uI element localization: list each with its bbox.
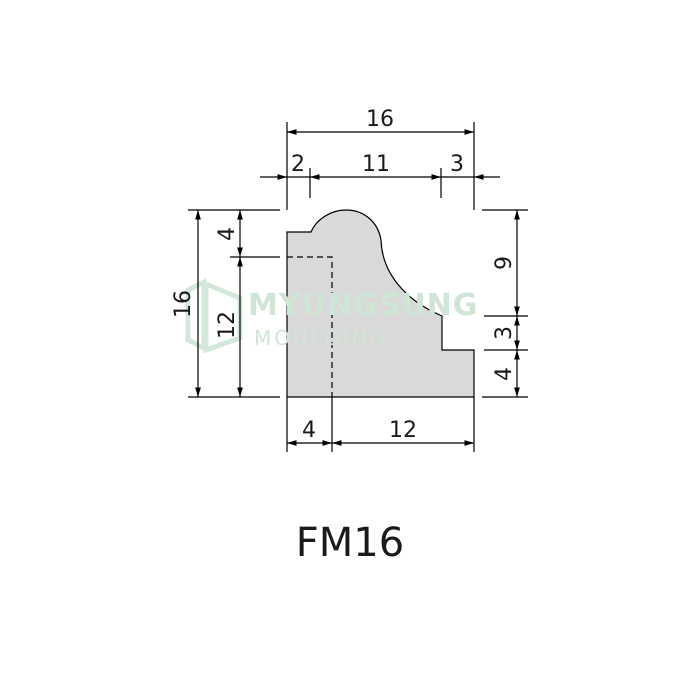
dim-left-top: 4 [215,227,240,241]
product-code: FM16 [296,520,404,566]
dim-top-total: 16 [366,107,394,132]
dim-right-mid: 3 [492,326,517,340]
right-dimensions: 9 3 4 [482,209,528,398]
watermark-brand: MYUNGSUNG [248,288,478,323]
dim-top-left: 2 [291,152,305,177]
bottom-dimensions: 4 12 [286,397,475,452]
dim-bottom-right: 12 [389,418,417,443]
dim-left-lower: 12 [215,311,240,339]
dim-right-bottom: 4 [492,367,517,381]
dim-bottom-left: 4 [302,418,316,443]
dim-left-total: 16 [171,290,196,318]
dim-right-top: 9 [492,256,517,270]
watermark-tagline: MOULDING [254,326,389,350]
hidden-rebate-line [287,256,333,397]
dim-top-right: 3 [450,152,464,177]
left-dimensions: 16 4 12 [171,209,280,398]
dim-top-mid: 11 [362,152,390,177]
moulding-profile [286,209,475,398]
top-dimensions: 16 2 11 3 [260,107,500,210]
